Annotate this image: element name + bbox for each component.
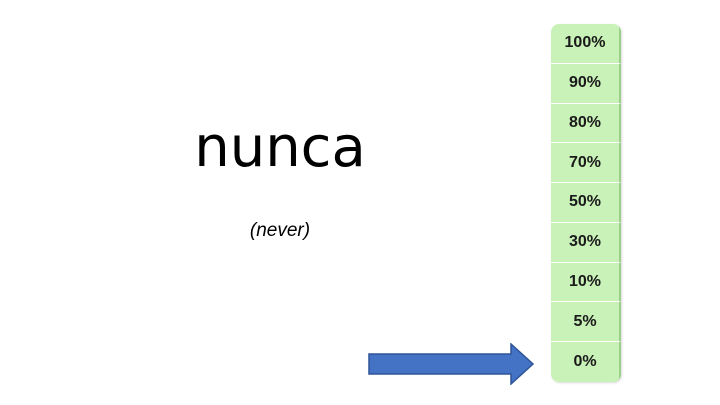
scale-step-10[interactable]: 10% — [551, 262, 621, 303]
scale-step-30[interactable]: 30% — [551, 222, 621, 263]
word-translation: (never) — [249, 220, 311, 241]
scale-step-0[interactable]: 0% — [551, 342, 621, 382]
arrow-shape — [368, 343, 534, 385]
scale-step-100[interactable]: 100% — [551, 24, 621, 64]
scale-step-80[interactable]: 80% — [551, 103, 621, 144]
frequency-scale: 100% 90% 80% 70% 50% 30% 10% 5% 0% — [551, 24, 621, 382]
scale-step-90[interactable]: 90% — [551, 63, 621, 104]
scale-step-5[interactable]: 5% — [551, 302, 621, 343]
vocabulary-word: nunca — [194, 115, 366, 180]
right-arrow-icon — [368, 343, 534, 385]
scale-step-50[interactable]: 50% — [551, 183, 621, 223]
scale-step-70[interactable]: 70% — [551, 143, 621, 184]
